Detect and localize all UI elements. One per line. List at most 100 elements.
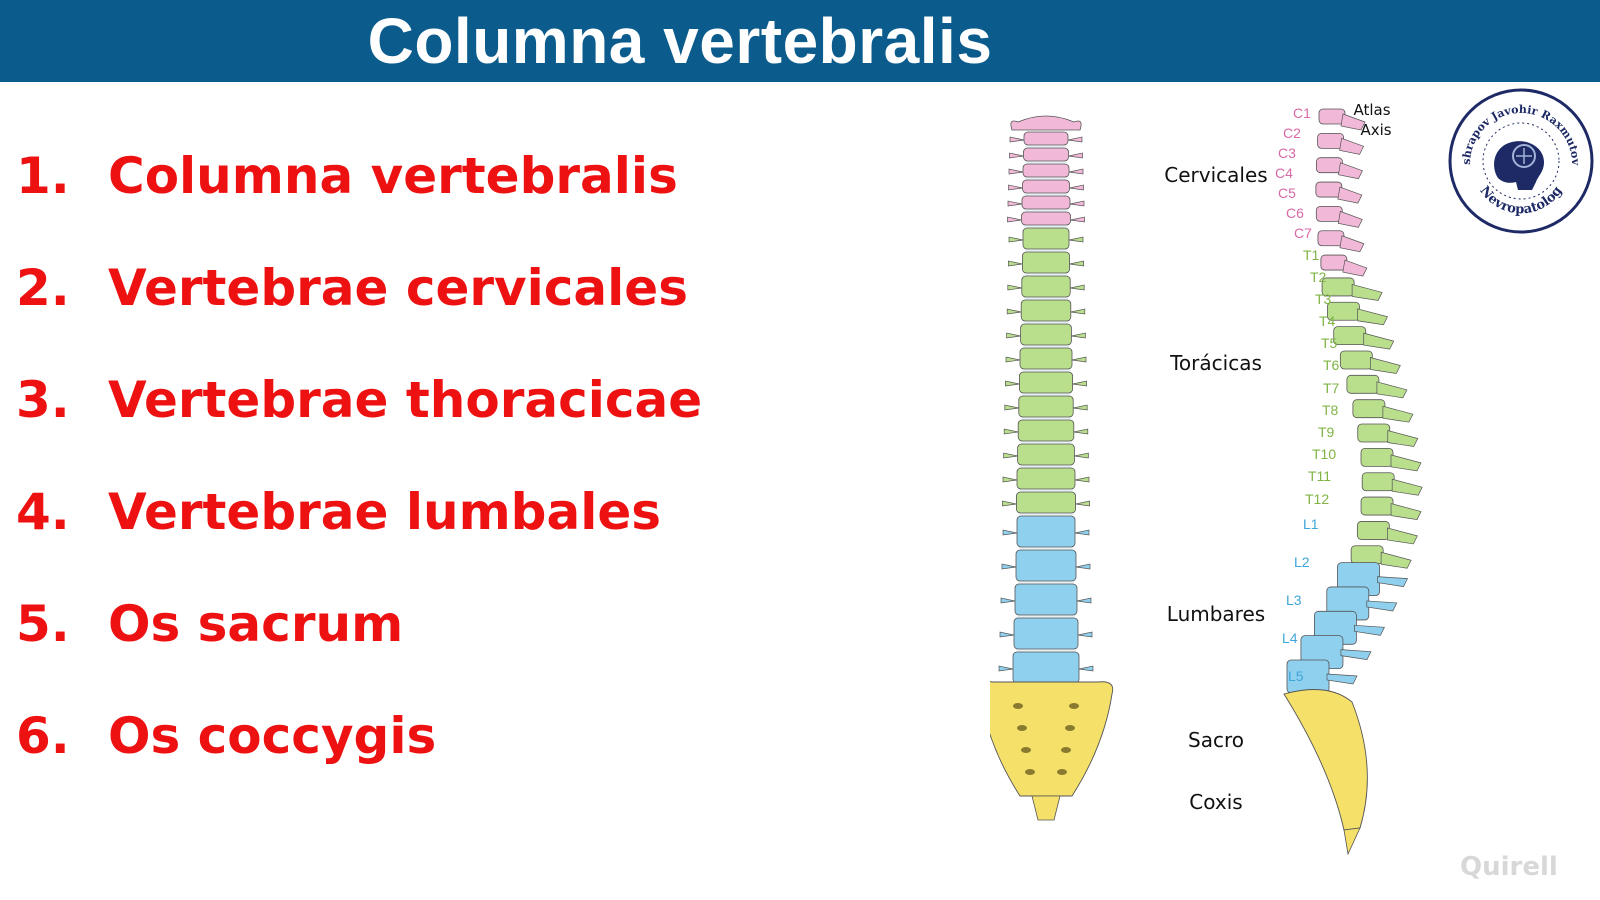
vertebra-label: T11 [1308,468,1331,484]
transverse-process [1008,236,1084,243]
vertebra-body-lateral [1350,545,1384,565]
transverse-process [998,665,1094,672]
vertebra-label: T9 [1318,424,1335,440]
vertebra-label: C6 [1286,205,1304,221]
vertebra-label: L3 [1286,592,1302,608]
vertebra-body [1012,651,1080,684]
list-number: 2. [16,259,70,317]
vertebra-body-lateral [1317,132,1344,149]
vertebra-body-lateral [1315,181,1343,198]
vertebra-body [1018,371,1074,394]
vertebra-body [1022,227,1070,250]
sacral-foramen [1017,725,1027,731]
axis-label: Axis [1360,121,1391,139]
spinous-process [1387,430,1419,447]
transverse-process [1008,184,1084,191]
vertebra-body [1021,275,1071,298]
vertebra-body [1014,583,1078,616]
spinous-process [1391,478,1423,496]
vertebra-body-lateral [1320,254,1348,271]
seal-svg: Mashrapov Javohir Raxmutovich Nevropatol… [1440,76,1594,234]
vertebra-body [1023,131,1069,146]
spinous-process [1339,137,1365,155]
title-bar: Columna vertebralis [0,0,1600,82]
sacral-foramen [1013,703,1023,709]
spine-svg: Cervicales Torácicas Lumbares Sacro Coxi… [990,101,1423,856]
vertebra-body [1015,549,1077,582]
spinous-process [1363,332,1395,350]
vertebra-body [1023,147,1069,162]
transverse-process [1009,136,1083,143]
sacral-foramen [1057,769,1067,775]
vertebra-label: T12 [1305,491,1329,507]
spinous-process [1382,405,1414,423]
sacral-foramen [1065,725,1075,731]
vertebra-body [1020,299,1072,322]
vertebra-body [1021,195,1071,210]
vertebra-label: T4 [1319,313,1336,329]
vertebra-label: C3 [1278,145,1296,161]
vertebra-label: T2 [1310,269,1327,285]
spinous-process [1380,551,1412,569]
list-label: Os coccygis [108,707,437,765]
author-seal: Mashrapov Javohir Raxmutovich Nevropatol… [1440,76,1596,236]
vertebra-label: C5 [1278,185,1296,201]
list-number: 3. [16,371,70,429]
vertebra-body [1013,617,1079,650]
vertebra-label: L4 [1282,630,1298,646]
transverse-process [1003,452,1089,459]
transverse-process [999,631,1093,638]
list-label: Vertebrae thoracicae [108,371,703,429]
spinous-process [1342,259,1368,277]
vertebra-body [1022,179,1070,194]
spinous-process [1326,673,1358,685]
anterior-spine-view [990,115,1114,821]
transverse-process [1000,597,1092,604]
list-label: Vertebrae cervicales [108,259,688,317]
sacrum-front [990,681,1114,797]
vertebra-label: L1 [1303,516,1319,532]
vertebra-body [1015,491,1077,514]
vertebra-label: C1 [1293,105,1311,121]
spinous-process [1390,503,1422,520]
vertebra-body [1017,443,1075,466]
vertebra-label: L2 [1294,554,1310,570]
spinous-process [1340,113,1366,131]
list-label: Vertebrae lumbales [108,483,662,541]
vertebra-label: T1 [1303,247,1320,263]
list-item: 4. Vertebrae lumbales [16,456,702,568]
vertebra-body-lateral [1352,399,1386,419]
vertebra-label: T10 [1312,446,1336,462]
region-label-cervicales: Cervicales [1164,163,1267,187]
list-item: 2. Vertebrae cervicales [16,232,702,344]
list-item: 1.Columna vertebralis [16,120,702,232]
spinous-process [1377,576,1409,587]
transverse-process [1006,332,1086,339]
list-label: Os sacrum [108,595,404,653]
vertebra-body-lateral [1318,108,1346,125]
vertebra-body-lateral [1346,374,1380,394]
sacral-foramen [1021,747,1031,753]
list-number: 6. [16,707,70,765]
vertebra-label: T8 [1322,402,1339,418]
transverse-process [1007,216,1085,223]
region-label-lumbares: Lumbares [1167,602,1265,626]
transverse-process [1008,260,1084,267]
vertebra-body [1016,467,1076,490]
transverse-process [1005,380,1087,387]
vertebra-body [1018,395,1074,418]
lateral-spine-view [1283,108,1423,856]
list-number: 4. [16,483,70,541]
vertebra-label: T3 [1315,291,1332,307]
coccyx-lateral [1343,827,1361,856]
watermark-quirell: Quirell [1460,852,1558,882]
sacrum-lateral [1283,689,1368,831]
vertebra-body [1019,347,1073,370]
transverse-process [1003,428,1089,435]
vertebra-body [1022,251,1071,274]
region-label-sacro: Sacro [1188,728,1244,752]
atlas-front [1010,115,1082,131]
vertebra-body-lateral [1317,230,1345,247]
list-number: 5. [16,595,70,653]
list-item: 6. Os coccygis [16,680,702,792]
